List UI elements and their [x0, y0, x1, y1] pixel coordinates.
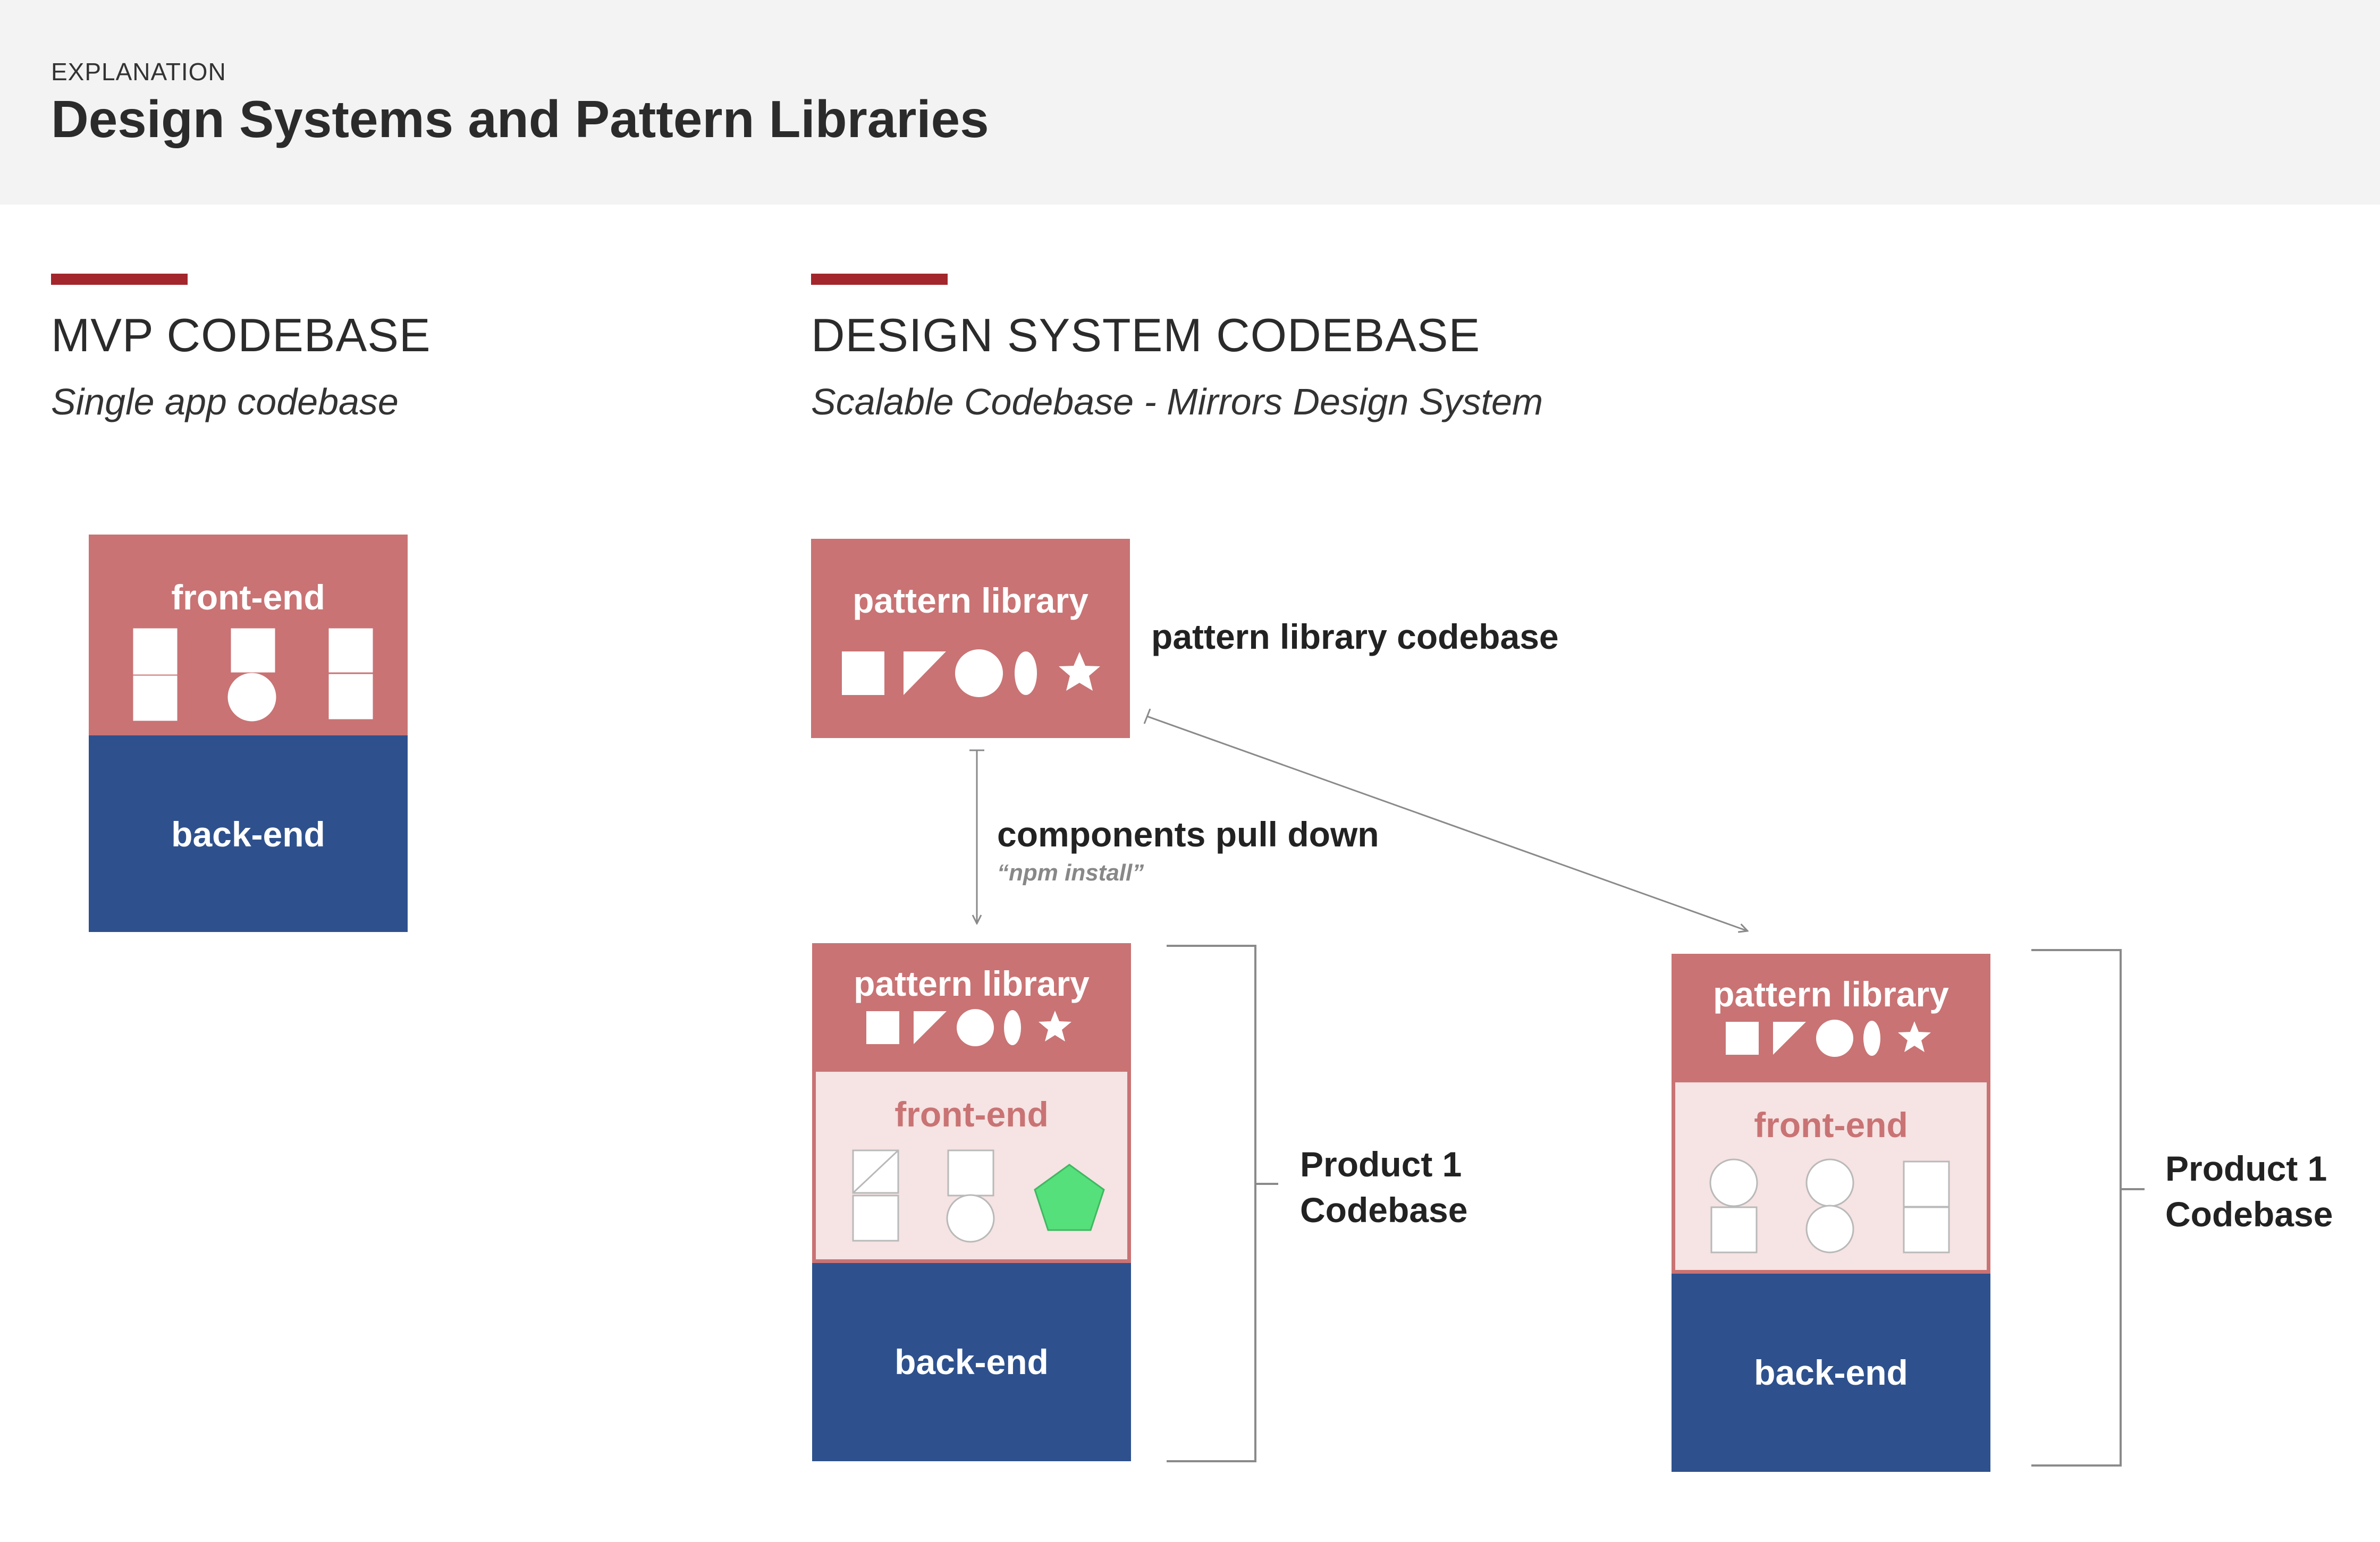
- triangle-icon: [133, 628, 178, 675]
- star-icon: [1039, 1011, 1071, 1041]
- product-b-bracket-line2: Codebase: [2165, 1194, 2333, 1234]
- square-icon: [328, 674, 373, 719]
- mvp-back-end-box: back-end: [89, 735, 408, 932]
- square-icon: [1903, 1206, 1950, 1253]
- product-a-bracket-line2: Codebase: [1300, 1190, 1468, 1230]
- triangle-icon: [1773, 1022, 1806, 1055]
- square-icon: [1710, 1206, 1758, 1253]
- library-box: pattern library: [811, 539, 1130, 738]
- mvp-title: MVP CODEBASE: [51, 309, 431, 361]
- mvp-shape-group: [133, 628, 373, 722]
- circle-icon: [1816, 1020, 1853, 1057]
- library-shape-group: [842, 649, 1100, 697]
- product-b-bracket: [2031, 949, 2145, 1467]
- square-icon: [231, 628, 275, 673]
- product-a-library-label: pattern library: [854, 964, 1090, 1003]
- square-icon: [947, 1149, 994, 1197]
- product-a-bracket: [1167, 945, 1278, 1462]
- circle-icon: [1805, 1205, 1854, 1253]
- product-a-back-end-label: back-end: [894, 1342, 1049, 1382]
- square-icon: [866, 1011, 899, 1044]
- eyebrow-label: EXPLANATION: [51, 58, 226, 86]
- star-icon: [1898, 1021, 1931, 1052]
- mvp-subtitle: Single app codebase: [51, 381, 399, 422]
- library-caption: pattern library codebase: [1151, 617, 1559, 656]
- ds-title: DESIGN SYSTEM CODEBASE: [811, 309, 1481, 361]
- product-a-bracket-line1: Product 1: [1300, 1145, 1462, 1184]
- product-b-library-shape-group: [1726, 1020, 1931, 1057]
- product-a-front-shape-group: [852, 1149, 1105, 1243]
- product-a-library-box: pattern library: [812, 943, 1131, 1068]
- ds-accent-bar: [811, 274, 948, 285]
- mvp-accent-bar: [51, 274, 188, 285]
- ds-subtitle: Scalable Codebase - Mirrors Design Syste…: [811, 381, 1543, 422]
- square-icon: [328, 628, 373, 673]
- square-icon: [1903, 1160, 1950, 1208]
- ellipse-icon: [1004, 1010, 1021, 1045]
- triangle-icon: [904, 651, 946, 695]
- ellipse-icon: [1863, 1021, 1880, 1056]
- circle-icon: [1709, 1158, 1758, 1207]
- circle-icon: [957, 1009, 994, 1046]
- library-label: pattern library: [853, 581, 1088, 620]
- pull-label: components pull down: [997, 815, 1379, 854]
- circle-icon: [1805, 1158, 1854, 1207]
- product-a-front-end-label: front-end: [894, 1095, 1049, 1134]
- pentagon-icon: [1034, 1164, 1105, 1231]
- square-icon: [133, 675, 178, 721]
- npm-install-note: “npm install”: [997, 860, 1144, 886]
- connector-group: [969, 708, 1748, 931]
- circle-icon: [955, 649, 1003, 697]
- circle-icon: [227, 673, 276, 722]
- ellipse-icon: [1015, 651, 1037, 695]
- mvp-back-end-label: back-end: [171, 815, 325, 854]
- page-title: Design Systems and Pattern Libraries: [51, 90, 989, 148]
- triangle-icon: [914, 1011, 947, 1044]
- product-a-back-end-box: back-end: [812, 1263, 1131, 1461]
- mvp-front-end-label: front-end: [171, 578, 325, 617]
- header-band: [0, 0, 2380, 205]
- diagonal-arrow: [1146, 715, 1748, 931]
- product-b-back-end-box: back-end: [1672, 1274, 1990, 1472]
- square-icon: [842, 651, 884, 695]
- product-b-library-box: pattern library: [1672, 954, 1990, 1079]
- product-b-bracket-line1: Product 1: [2165, 1149, 2327, 1188]
- circle-icon: [946, 1194, 995, 1243]
- product-b-back-end-label: back-end: [1754, 1353, 1908, 1392]
- product-b-front-shape-group: [1709, 1158, 1950, 1253]
- product-b-library-label: pattern library: [1713, 975, 1949, 1014]
- product-a-bracket-label: Product 1 Codebase: [1300, 1141, 1467, 1233]
- product-b-bracket-label: Product 1 Codebase: [2165, 1146, 2333, 1237]
- product-a-library-shape-group: [866, 1009, 1071, 1046]
- product-b-front-end-label: front-end: [1754, 1105, 1908, 1145]
- square-icon: [1726, 1022, 1759, 1055]
- star-icon: [1059, 652, 1100, 691]
- bracket-group: [1167, 945, 2145, 1467]
- square-icon: [852, 1194, 899, 1242]
- diagonal-arrow-cap: [1143, 708, 1151, 724]
- triangle-icon: [852, 1149, 899, 1194]
